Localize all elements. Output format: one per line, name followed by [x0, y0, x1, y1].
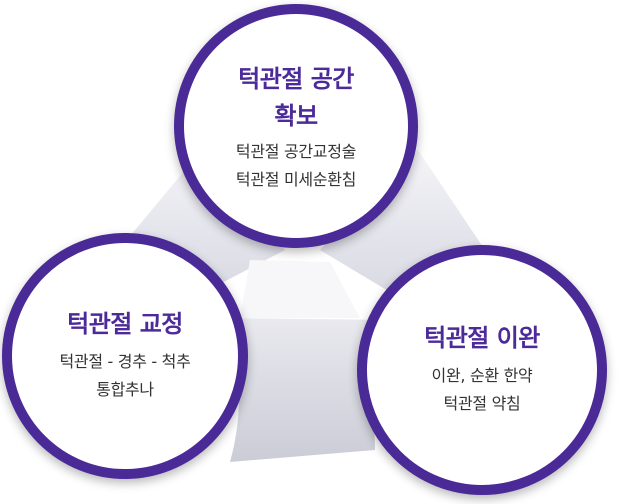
node-joint-relaxation-title: 턱관절 이완: [424, 323, 540, 352]
node-joint-correction-title: 턱관절 교정: [67, 309, 183, 338]
node-joint-relaxation-desc-1: 이완, 순환 한약: [431, 365, 533, 385]
node-joint-relaxation: 턱관절 이완 이완, 순환 한약 턱관절 약침: [357, 245, 607, 495]
node-joint-correction-desc-2: 통합추나: [96, 379, 154, 399]
node-joint-space: 턱관절 공간 확보 턱관절 공간교정술 턱관절 미세순환침: [174, 4, 418, 248]
node-joint-correction: 턱관절 교정 턱관절 - 경추 - 척추 통합추나: [2, 233, 248, 479]
node-joint-space-title-2: 확보: [274, 102, 318, 130]
node-joint-space-desc-1: 턱관절 공간교정술: [235, 142, 357, 161]
node-joint-space-desc-2: 턱관절 미세순환침: [235, 170, 357, 189]
node-joint-space-title-1: 턱관절 공간: [238, 65, 354, 93]
node-joint-relaxation-desc-2: 턱관절 약침: [443, 393, 521, 413]
connector-inner-shade: [240, 260, 360, 318]
connector-bottom-band: [225, 318, 395, 462]
node-joint-correction-desc-1: 턱관절 - 경추 - 척추: [59, 351, 191, 371]
